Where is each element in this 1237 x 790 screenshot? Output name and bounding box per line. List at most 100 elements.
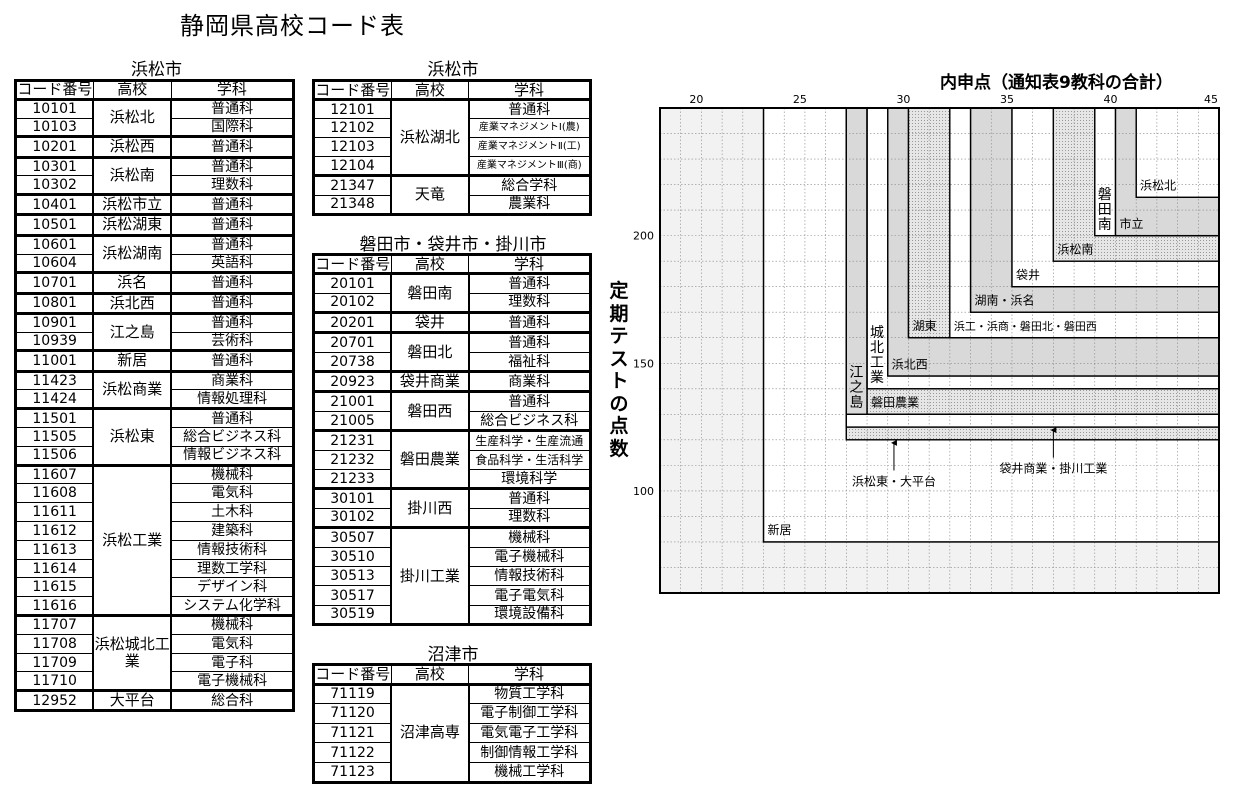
region-label-11: 浜松南: [1057, 241, 1093, 256]
school-code: 21233: [313, 469, 392, 490]
table-title-hamamatsu-2: 浜松市: [427, 60, 479, 80]
school-name: 浜名: [92, 271, 173, 294]
school-code: 11506: [15, 445, 94, 466]
region-label-6: 浜北西: [892, 357, 928, 371]
school-code: 10801: [15, 291, 94, 314]
y-tick-label: 150: [633, 357, 654, 370]
region-label-0: 新居: [768, 522, 792, 537]
school-code: 12101: [313, 98, 392, 120]
department: 機械科: [468, 526, 591, 548]
table-header-row: コード番号高校学科: [313, 79, 591, 102]
school-name: 掛川西: [390, 487, 470, 529]
school-name: 掛川工業: [390, 526, 470, 626]
department: 電子機械科: [468, 546, 591, 567]
department: 農業科: [468, 194, 591, 215]
department: 総合ビジネス科: [170, 427, 295, 447]
department: 情報技術科: [468, 565, 591, 587]
y-tick-label: 200: [633, 230, 654, 243]
table-row: 10302 理数科: [15, 175, 295, 196]
department: 電子電気科: [468, 585, 591, 606]
header-code: コード番号: [15, 80, 94, 101]
department: デザイン科: [170, 577, 295, 598]
school-code: 20201: [313, 311, 392, 334]
header-school: 高校: [390, 253, 470, 276]
school-code: 11611: [15, 502, 94, 523]
school-code: 11615: [15, 577, 94, 598]
table-title-iwata-fukuroi-kakegawa: 磐田市・袋井市・掛川市: [359, 235, 547, 255]
table-header-row: コード番号高校学科: [15, 80, 295, 101]
department: 機械科: [170, 614, 295, 635]
school-name: 浜松商業: [92, 369, 173, 410]
school-code: 10604: [15, 253, 94, 274]
department: 普通科: [170, 407, 295, 429]
department: 物質工学科: [468, 682, 591, 705]
school-name: 磐田北: [390, 331, 470, 373]
table-title-hamamatsu-1: 浜松市: [131, 60, 182, 80]
school-name: 磐田農業: [390, 429, 470, 490]
annotation-label-0: 浜松東・大平台: [852, 473, 936, 488]
chart-x-axis-title: 内申点（通知表9教科の合計）: [940, 73, 1173, 93]
region-label-12: 磐田南: [1097, 186, 1112, 233]
school-code: 21231: [313, 429, 392, 451]
school-name: 磐田南: [390, 272, 470, 314]
department: 商業科: [468, 370, 591, 393]
department: 産業マネジメントⅡ(工): [468, 137, 591, 158]
school-code: 11423: [15, 369, 94, 391]
school-code: 12952: [15, 689, 94, 712]
department: 電子科: [170, 652, 295, 673]
header-dept: 学科: [468, 253, 591, 276]
department: 電気科: [170, 483, 295, 504]
school-code: 30101: [313, 487, 392, 509]
department: 普通科: [170, 135, 295, 158]
department: 普通科: [170, 155, 295, 177]
school-name: 大平台: [92, 689, 173, 712]
school-code: 12102: [313, 118, 392, 139]
region-label-8: 浜工・浜商・磐田北・磐田西: [954, 319, 1097, 333]
school-name: 浜松湖北: [390, 98, 470, 177]
department: 建築科: [170, 521, 295, 541]
department: 理数科: [170, 175, 295, 196]
school-code: 10301: [15, 155, 94, 177]
x-tick-label: 20: [689, 93, 703, 106]
x-tick-label: 25: [793, 93, 807, 106]
school-code: 10302: [15, 175, 94, 196]
school-name: 袋井商業: [390, 370, 470, 393]
school-name: 浜松工業: [92, 463, 173, 617]
school-code: 12103: [313, 137, 392, 158]
school-code: 21347: [313, 174, 392, 196]
x-tick-label: 35: [1000, 93, 1014, 106]
region-label-7: 湖東: [912, 318, 936, 333]
school-code: 10601: [15, 233, 94, 255]
region-label-14: 浜松北: [1140, 179, 1176, 193]
x-tick-label: 40: [1103, 93, 1117, 106]
school-name: 浜松西: [92, 135, 173, 158]
department: 機械工学科: [468, 761, 591, 783]
table-header-row: コード番号高校学科: [313, 664, 591, 686]
department: 英語科: [170, 253, 295, 274]
department: 普通科: [170, 291, 295, 314]
department: 生産科学・生産流通: [468, 429, 591, 451]
school-name: 磐田西: [390, 390, 470, 432]
school-name: 江之島: [92, 311, 173, 352]
